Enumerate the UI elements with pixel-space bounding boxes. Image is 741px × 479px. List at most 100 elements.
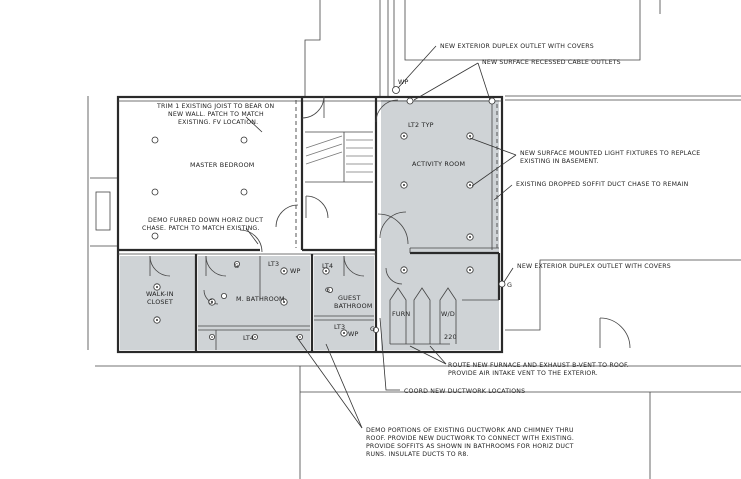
note-demo-furred: DEMO FURRED DOWN HORIZ DUCT [148,217,263,224]
doors [149,95,409,305]
label-g: G [208,298,213,306]
note-trim-joist: TRIM 1 EXISTING JOIST TO BEAR ON [156,103,275,110]
leader [429,345,447,365]
leader [471,154,517,187]
light-fixture-icon [208,333,215,340]
outlet-icon [392,86,400,94]
light-fixture-icon [466,181,474,189]
door-swing [377,213,409,245]
light-fixture-icon [153,316,161,324]
label-lt4: LT4 [322,262,333,270]
light-fixture-icon [208,298,216,306]
light-fixture-icon [280,267,288,275]
context-lines [87,0,741,479]
door-swing [305,195,329,219]
light-fixture-icon [322,267,330,275]
chimney-left-inner [95,191,111,231]
label-g: G [234,262,239,270]
note-soffit: EXISTING DROPPED SOFFIT DUCT CHASE TO RE… [516,181,689,188]
light-fixture-icon [240,188,248,196]
outlet-icon [488,97,496,105]
room-label-activity-room: ACTIVITY ROOM [412,160,465,168]
light-fixture-icon [400,132,408,140]
note-trim-joist: EXISTING. FV LOCATION. [178,119,258,126]
leader-lines [245,45,517,429]
leader [477,62,491,101]
light-fixture-icon [151,232,159,240]
note-demo-portions: DEMO PORTIONS OF EXISTING DUCTWORK AND C… [366,427,574,434]
room-label-bathroom: BATHROOM [334,302,373,310]
leader [493,184,513,201]
light-fixture-icon [340,329,348,337]
note-cable-outlets: NEW SURFACE RECESSED CABLE OUTLETS [482,59,621,66]
label-lt3: LT3 [334,323,345,331]
light-fixture-icon [296,333,303,340]
outlet-icon [233,260,240,267]
leader [379,317,400,391]
wh-closet [439,287,457,344]
note-exterior-outlet-side: NEW EXTERIOR DUPLEX OUTLET WITH COVERS [517,263,671,270]
label-wp: WP [398,78,409,86]
light-fixture-icon [466,266,474,274]
note-light-fixtures: NEW SURFACE MOUNTED LIGHT FIXTURES TO RE… [520,150,700,157]
door-swing-ext [599,317,631,349]
leader [409,345,447,365]
context-line [304,0,321,96]
outlet-icon [326,286,333,293]
note-demo-portions: ROOF. PROVIDE NEW DUCTWORK TO CONNECT WI… [366,435,574,442]
outlet-icon [406,97,414,105]
leader [413,62,479,101]
door-swing [239,229,263,253]
outlet-icon [372,326,379,333]
door-swing [379,211,407,239]
door-swing [375,99,399,123]
note-trim-joist: NEW WALL. PATCH TO MATCH [168,111,264,118]
light-fixtures [151,86,506,340]
room-label-guest: GUEST [338,294,361,302]
light-fixture-icon [400,181,408,189]
light-fixture-icon [400,266,408,274]
context-line [404,0,641,61]
note-route-furnace: PROVIDE AIR INTAKE VENT TO THE EXTERIOR. [448,370,598,377]
leader [325,343,363,429]
furnace-closet [413,287,431,344]
label-lt2: LT2 TYP [408,121,434,129]
context-line [505,259,741,331]
chimney-left [90,177,119,247]
leader [245,227,259,245]
light-fixture-icon [153,283,161,291]
fixture-labels: LT2 TYP LT3 LT3 LT4 LT4 WP WP WP G G G G… [208,78,512,342]
room-label-master-bedroom: MASTER BEDROOM [190,161,255,169]
light-fixture-icon [151,136,159,144]
outlet-icon [220,292,227,299]
light-fixture-icon [466,233,474,241]
note-exterior-outlet: NEW EXTERIOR DUPLEX OUTLET WITH COVERS [440,43,594,50]
room-label-closet: CLOSET [147,298,173,306]
room-label-m-bathroom: M. BATHROOM [236,295,285,303]
activity-room-shade [381,100,499,253]
label-g: G [507,281,512,289]
walls [116,95,504,354]
note-demo-portions: PROVIDE SOFFITS AS SHOWN IN BATHROOMS FO… [366,443,574,450]
stair-treads [305,135,373,173]
room-labels: MASTER BEDROOM ACTIVITY ROOM WALK-IN CLO… [146,160,465,318]
door-swing [275,204,299,228]
annotation-notes: TRIM 1 EXISTING JOIST TO BEAR ON NEW WAL… [142,43,700,458]
furnace-closet [389,287,407,344]
label-g: G [325,286,330,294]
leader [397,45,437,89]
light-fixture-icon [280,298,288,306]
leader [295,335,363,429]
note-route-furnace: ROUTE NEW FURNACE AND EXHAUST B-VENT TO … [448,362,629,369]
note-light-fixtures: EXISTING IN BASEMENT. [520,158,599,165]
label-wp: WP [290,267,301,275]
label-g: G [370,325,375,333]
door-swing [301,95,325,119]
light-fixture-icon [466,132,474,140]
leader [245,116,263,133]
room-label-walk-in: WALK-IN [146,290,174,298]
door-swing [385,267,403,285]
room-label-furn: FURN [392,310,410,318]
